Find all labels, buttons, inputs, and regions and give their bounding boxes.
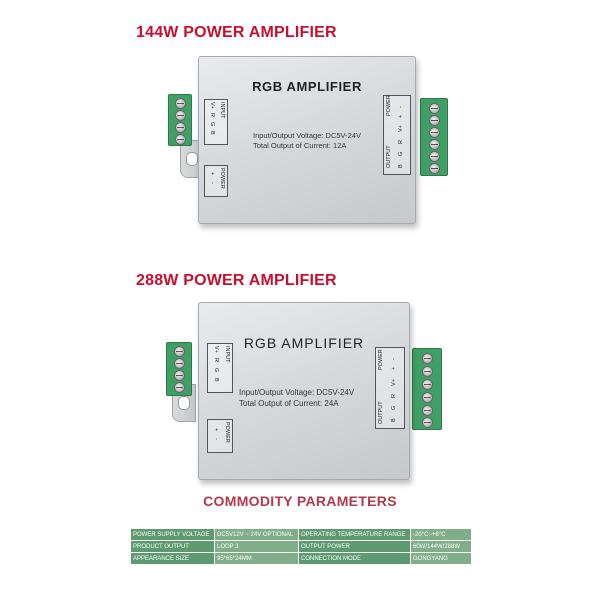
input-pin: R	[213, 358, 219, 362]
output-pin: G	[398, 151, 404, 156]
output-pin: B	[391, 418, 397, 422]
input-label-box: INPUT V+ R G B	[207, 343, 233, 393]
output-label-box: POWER OUTPUT - + V+ R G B	[383, 95, 411, 175]
power-label-box: POWER + -	[204, 165, 228, 197]
device-brand-label: RGB AMPLIFIER	[252, 79, 362, 94]
amplifier-image-288w: RGB AMPLIFIER Input/Output Voltage: DC5V…	[160, 296, 442, 486]
param-key: POWER SUPPLY VOLTAGE	[130, 528, 215, 541]
parameters-title: COMMODITY PARAMETERS	[203, 493, 397, 509]
param-key: OPERATING TEMPERATURE RANGE	[298, 528, 411, 541]
param-value: 60W/144W/288W	[410, 540, 472, 553]
parameters-table: POWER SUPPLY VOLTAGE DC5V12V ~ 24V OPTIO…	[130, 528, 472, 565]
param-key: PRODUCT OUTPUT	[130, 540, 215, 553]
param-key: CONNECTION MODE	[298, 552, 411, 565]
spec-voltage: Input/Output Voltage: DC5V-24V	[239, 388, 355, 397]
input-pin: B	[213, 378, 219, 382]
param-value: DC5V12V ~ 24V OPTIONAL	[214, 528, 299, 541]
param-value: -20°C~+6°C	[410, 528, 472, 541]
amplifier-housing: RGB AMPLIFIER Input/Output Voltage: DC5V…	[198, 302, 410, 480]
input-pin: R	[209, 113, 215, 117]
device-brand-label: RGB AMPLIFIER	[243, 335, 365, 351]
output-pin: R	[391, 394, 397, 398]
param-value: GONGYANG	[410, 552, 472, 565]
section-title-288w: 288W POWER AMPLIFIER	[136, 272, 337, 289]
spec-voltage: Input/Output Voltage: DC5V-24V	[253, 131, 361, 140]
input-pin: V+	[209, 102, 215, 109]
amplifier-image-144w: RGB AMPLIFIER Input/Output Voltage: DC5V…	[168, 50, 448, 230]
output-pin: V+	[391, 379, 397, 386]
input-label-box: INPUT V+ R G B	[204, 99, 228, 145]
section-title-144w: 144W POWER AMPLIFIER	[136, 24, 337, 41]
input-terminal-block	[168, 94, 192, 146]
output-pin: R	[398, 140, 404, 144]
input-pin: B	[209, 131, 215, 135]
table-row: APPEARANCE SIZE 95*65*24MM CONNECTION MO…	[130, 552, 472, 565]
output-label-box: POWER OUTPUT - + V+ R G B	[375, 347, 405, 429]
param-value: 95*65*24MM	[214, 552, 299, 565]
output-terminal-block	[420, 98, 448, 176]
input-pin: V+	[213, 346, 219, 353]
output-pin: G	[391, 405, 397, 410]
spec-current: Total Output of Current: 24A	[239, 399, 339, 408]
spec-current: Total Output of Current: 12A	[253, 141, 347, 150]
param-key: APPEARANCE SIZE	[130, 552, 215, 565]
param-value: LOOP 3	[214, 540, 299, 553]
param-key: OUTPUT POWER	[298, 540, 411, 553]
amplifier-housing: RGB AMPLIFIER Input/Output Voltage: DC5V…	[198, 56, 416, 224]
power-label-box: POWER + -	[207, 419, 233, 453]
input-terminal-block	[166, 342, 192, 396]
input-pin: G	[213, 368, 219, 373]
output-pin: B	[398, 164, 404, 168]
input-pin: G	[209, 122, 215, 127]
table-row: PRODUCT OUTPUT LOOP 3 OUTPUT POWER 60W/1…	[130, 540, 472, 553]
output-pin: V+	[398, 125, 404, 132]
output-terminal-block	[412, 348, 442, 430]
table-row: POWER SUPPLY VOLTAGE DC5V12V ~ 24V OPTIO…	[130, 528, 472, 541]
